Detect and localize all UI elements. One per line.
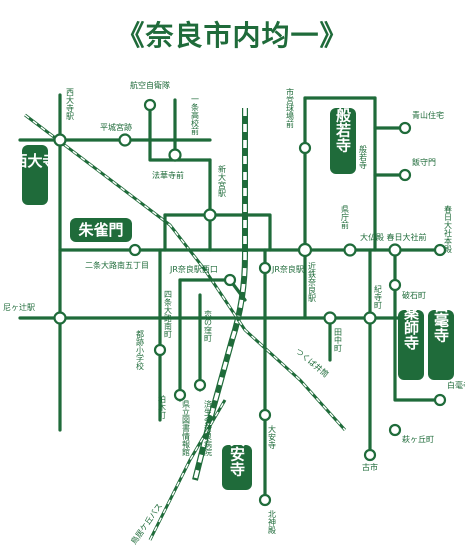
label-koinokubo: 恋の窪町: [204, 309, 213, 342]
label-hannyaji-stop: 般若寺: [359, 144, 368, 169]
badge-suzakumon: 朱雀門: [78, 221, 123, 239]
stop-kiderajo[interactable]: [363, 311, 377, 325]
label-kiderajo: 紀寺町: [374, 284, 383, 309]
label-waritsu: 破石町: [402, 290, 426, 300]
label-daianji-stop: 大安寺: [268, 424, 277, 449]
stop-koku[interactable]: [143, 98, 157, 112]
stop-nijo[interactable]: [128, 243, 142, 257]
jr-sakurai-rail: [148, 399, 227, 541]
label-koku: 航空自衛隊: [130, 80, 170, 90]
label-kashiwagi: 柏木町: [158, 394, 167, 419]
label-tanaka: 田中町: [334, 328, 343, 352]
label-saidaiji-eki: 西大寺駅: [66, 88, 75, 121]
label-nijo-5: 二条大路南五丁目: [85, 260, 149, 270]
badge-daianji: 大安寺: [228, 431, 246, 478]
stop-kashiwagi[interactable]: [173, 388, 187, 402]
badge-hannyaji: 般若寺: [334, 107, 352, 154]
stop-aoyama[interactable]: [398, 121, 412, 135]
badge-shinyakushiji-bg: [398, 310, 424, 380]
stop-ichijo[interactable]: [168, 148, 182, 162]
badge-byakugoji-bg: [428, 310, 454, 380]
label-jr-nara: JR奈良駅: [271, 264, 304, 274]
stop-saiseikai[interactable]: [193, 378, 207, 392]
label-toshokan: 県立図書情報館: [182, 400, 191, 457]
label-aoyama: 青山住宅: [412, 110, 444, 120]
route-shinomiya-loop: [163, 213, 272, 252]
label-amagatsuji: 尼ヶ辻駅: [3, 302, 35, 312]
label-hanshumon: 飯守門: [412, 157, 436, 167]
label-miyako: 都跡小学校: [136, 330, 145, 371]
stop-heijo[interactable]: [118, 133, 132, 147]
stop-daibutsuden[interactable]: [388, 243, 402, 257]
stop-kitashin[interactable]: [258, 493, 272, 507]
label-daibutsuden: 大仏殿 春日大社前: [360, 232, 427, 242]
label-kencho: 県庁前: [341, 205, 350, 230]
badge-suzakumon-bg: [70, 218, 132, 242]
route-koku: [148, 103, 177, 162]
label-shinomiya: 新大宮駅: [218, 164, 227, 198]
stop-hanshumon[interactable]: [398, 168, 412, 182]
stop-waritsu[interactable]: [388, 278, 402, 292]
badge-byakugoji: 白毫寺: [432, 297, 450, 344]
stop-shiei[interactable]: [298, 141, 312, 155]
stop-saidaiji-eki[interactable]: [53, 133, 67, 147]
badge-saidaiji-bg: [22, 145, 48, 205]
stop-hagigaoka[interactable]: [388, 423, 402, 437]
label-shijo: 四条大路南町: [164, 290, 173, 338]
label-hagigaoka: 萩ヶ丘町: [402, 434, 434, 444]
label-ichijo: 一条高校前: [191, 95, 200, 136]
stop-furuichi[interactable]: [363, 448, 377, 462]
stop-tanaka[interactable]: [323, 311, 337, 325]
stop-byakugoji[interactable]: [433, 393, 447, 407]
label-byakugoji: 白毫寺: [447, 380, 465, 390]
label-kintetsu: 近鉄奈良駅: [308, 261, 317, 303]
route-shinyakushi: [393, 248, 442, 402]
badge-daianji-bg: [222, 445, 252, 490]
stop-shinomiya[interactable]: [203, 208, 217, 222]
stop-jr-nishi[interactable]: [223, 273, 237, 287]
label-kasuga: 春日大社本殿: [444, 204, 453, 254]
label-furuichi: 古市: [362, 462, 378, 472]
badge-saidaiji-text: 西大寺: [12, 152, 57, 170]
stop-kintetsu-nara[interactable]: [297, 242, 313, 258]
label-heijo: 平城宮跡: [100, 122, 132, 132]
badge-shinyakushiji: 新薬師寺: [402, 289, 420, 351]
map-title: 《奈良市内均一》: [116, 19, 349, 52]
label-kitashin: 北神殿: [268, 510, 277, 535]
badge-hannyaji-bg: [330, 108, 356, 174]
stop-kasuga[interactable]: [433, 243, 447, 257]
stop-daianji[interactable]: [258, 408, 272, 422]
stop-amagatsuji[interactable]: [53, 311, 67, 325]
label-tsukuba: つくば井筒: [294, 346, 331, 379]
label-saiseikai: 済生会奈良病院: [204, 399, 213, 457]
stop-kencho[interactable]: [343, 243, 357, 257]
badge-saidaiji: 西大寺: [12, 152, 57, 170]
label-hokkeji: 法華寺前: [152, 170, 184, 180]
label-shiei: 市営球場前: [286, 87, 295, 129]
stop-jr-nara[interactable]: [258, 261, 272, 275]
stop-miyako[interactable]: [153, 343, 167, 357]
label-jr-nishi: JR奈良駅西口: [169, 264, 218, 274]
